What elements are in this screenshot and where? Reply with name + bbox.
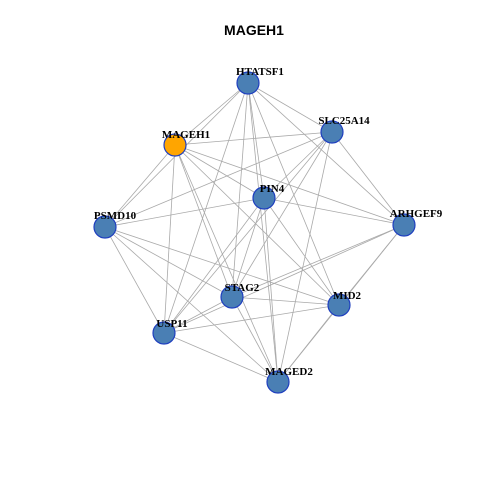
edge-pin4-psmd10 (104, 197, 265, 228)
edge-slc25a14-usp11 (163, 131, 333, 334)
edge-htatsf1-stag2 (231, 82, 249, 298)
edge-htatsf1-usp11 (163, 82, 249, 334)
node-label-usp11: USP11 (156, 318, 187, 330)
edge-slc25a14-pin4 (263, 131, 333, 199)
edge-htatsf1-maged2 (247, 82, 279, 383)
node-arhgef9[interactable] (392, 213, 416, 237)
edge-htatsf1-pin4 (247, 82, 265, 199)
edge-psmd10-maged2 (104, 226, 279, 383)
edge-htatsf1-arhgef9 (247, 82, 405, 226)
edge-stag2-usp11 (163, 296, 233, 334)
edge-slc25a14-mageh1 (174, 131, 333, 146)
edge-htatsf1-mid2 (247, 82, 340, 306)
edge-slc25a14-psmd10 (104, 131, 333, 228)
edge-mid2-usp11 (163, 304, 340, 334)
node-label-htatsf1: HTATSF1 (236, 66, 284, 78)
edge-pin4-arhgef9 (263, 197, 405, 226)
edge-pin4-stag2 (231, 197, 265, 298)
edge-arhgef9-stag2 (231, 224, 405, 298)
node-layer (93, 71, 416, 394)
edge-htatsf1-slc25a14 (247, 82, 333, 133)
edge-mageh1-psmd10 (104, 144, 176, 228)
edge-htatsf1-mageh1 (174, 82, 249, 146)
edge-mageh1-pin4 (174, 144, 265, 199)
node-label-psmd10: PSMD10 (94, 210, 137, 222)
edge-arhgef9-usp11 (163, 224, 405, 334)
edge-mageh1-mid2 (174, 144, 340, 306)
edge-pin4-usp11 (163, 197, 265, 334)
node-htatsf1[interactable] (236, 71, 260, 95)
node-stag2[interactable] (220, 285, 244, 309)
node-psmd10[interactable] (93, 215, 117, 239)
edge-mid2-maged2 (277, 304, 340, 383)
node-label-stag2: STAG2 (225, 282, 260, 294)
node-label-mageh1: MAGEH1 (162, 129, 210, 141)
edge-layer (104, 82, 405, 383)
edge-pin4-maged2 (263, 197, 279, 383)
edge-slc25a14-stag2 (231, 131, 333, 298)
edge-psmd10-usp11 (104, 226, 165, 334)
edge-mageh1-maged2 (174, 144, 279, 383)
edge-mageh1-stag2 (174, 144, 233, 298)
edge-psmd10-stag2 (104, 226, 233, 298)
node-label-mid2: MID2 (333, 290, 362, 302)
edge-psmd10-mid2 (104, 226, 340, 306)
edge-slc25a14-arhgef9 (331, 131, 405, 226)
node-label-arhgef9: ARHGEF9 (390, 208, 443, 220)
node-mageh1[interactable] (163, 133, 187, 157)
node-slc25a14[interactable] (320, 120, 344, 144)
node-maged2[interactable] (266, 370, 290, 394)
edge-mageh1-usp11 (163, 144, 176, 334)
edge-stag2-mid2 (231, 296, 340, 306)
node-label-slc25a14: SLC25A14 (318, 115, 370, 127)
node-pin4[interactable] (252, 186, 276, 210)
diagram-title: MAGEH1 (224, 22, 284, 38)
node-usp11[interactable] (152, 321, 176, 345)
edge-usp11-maged2 (163, 332, 279, 383)
edge-mageh1-arhgef9 (174, 144, 405, 226)
edge-stag2-maged2 (231, 296, 279, 383)
node-label-maged2: MAGED2 (265, 366, 313, 378)
node-mid2[interactable] (327, 293, 351, 317)
edge-pin4-mid2 (263, 197, 340, 306)
node-label-pin4: PIN4 (260, 183, 285, 195)
